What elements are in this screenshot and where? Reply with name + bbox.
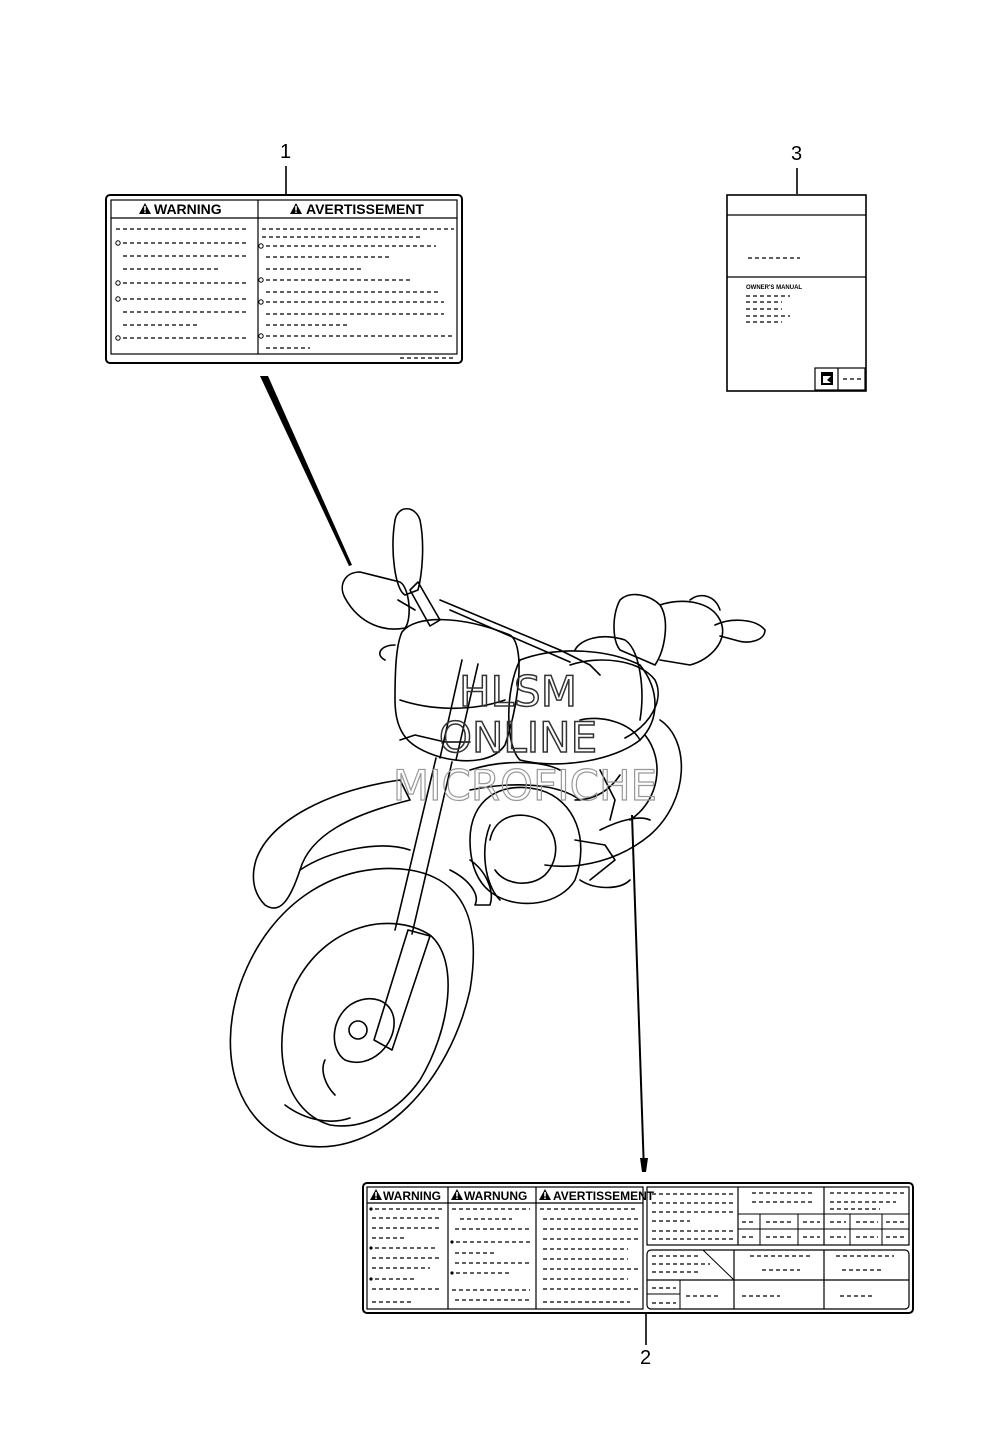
label2-warning-de: WARNUNG xyxy=(464,1189,527,1203)
watermark-line3: MICROFICHE xyxy=(393,761,657,810)
callout-2: 2 xyxy=(640,1347,651,1369)
label2-warning-en: WARNING xyxy=(383,1189,441,1203)
manual-title: OWNER'S MANUAL xyxy=(746,285,802,291)
label2-col3-text xyxy=(540,1208,638,1303)
callout-3: 3 xyxy=(791,143,802,165)
warning-label-2[interactable]: WARNING WARNUNG AVERTISSEMENT xyxy=(362,1182,914,1314)
label1-right-text xyxy=(258,228,456,359)
label2-warning-fr: AVERTISSEMENT xyxy=(553,1189,655,1203)
watermark-line1: HLSM xyxy=(459,667,577,716)
label1-left-text xyxy=(115,228,248,341)
leader-2 xyxy=(631,814,645,1173)
watermark-line2: ONLINE xyxy=(439,713,597,762)
watermark: HLSM ONLINE MICROFICHE xyxy=(392,666,657,810)
callout-1: 1 xyxy=(280,141,291,163)
label1-warning-fr: AVERTISSEMENT xyxy=(306,201,424,217)
label1-warning-en: WARNING xyxy=(154,201,222,217)
label2-col2-text xyxy=(450,1208,530,1301)
leader-1 xyxy=(260,376,352,566)
owners-manual[interactable]: OWNER'S MANUAL xyxy=(726,194,867,392)
label2-col1-text xyxy=(369,1207,442,1303)
warning-label-1[interactable]: WARNING AVERTISSEMENT xyxy=(105,194,463,364)
motorcycle-drawing xyxy=(229,507,766,1148)
brand-emblem-icon xyxy=(821,372,833,385)
